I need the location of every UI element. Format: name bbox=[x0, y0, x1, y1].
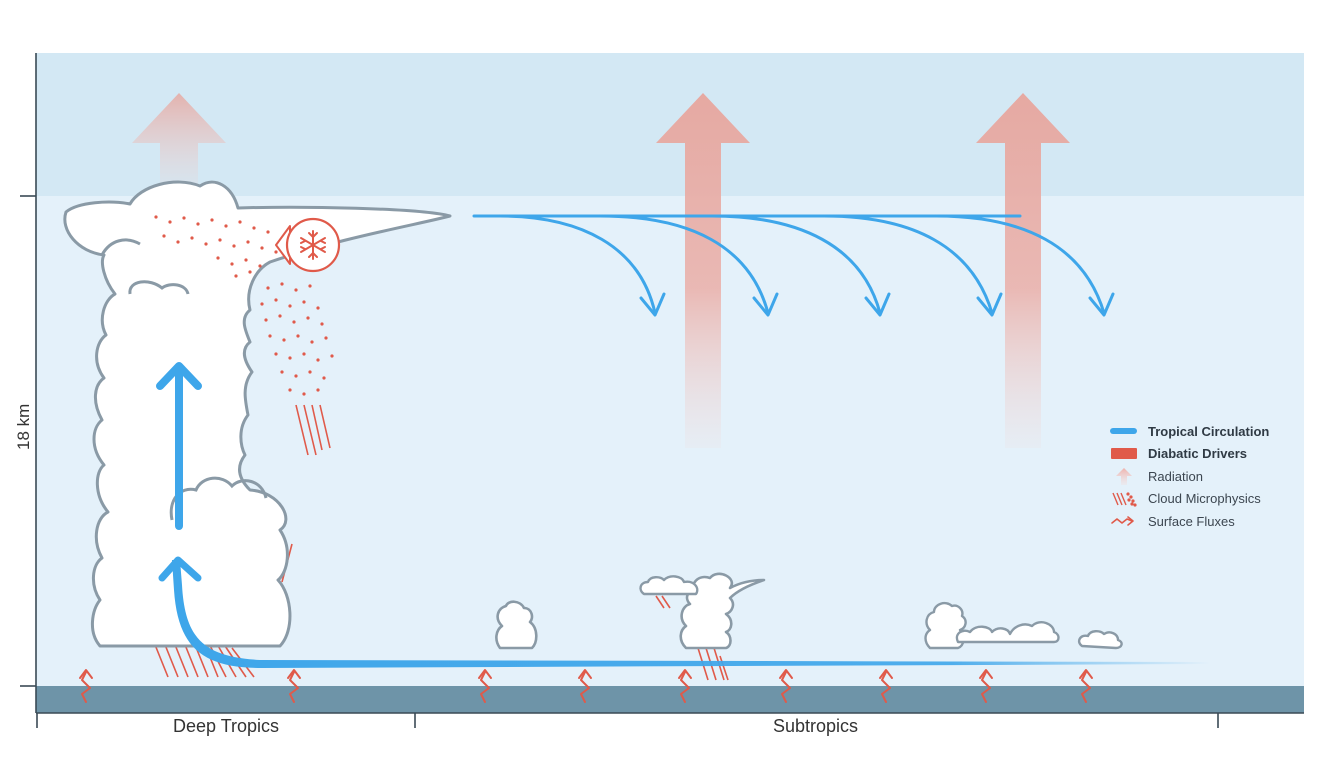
radiation-arrow bbox=[656, 93, 750, 448]
blue-line-icon bbox=[1110, 428, 1137, 435]
deep-convective-cloud bbox=[63, 180, 452, 648]
legend-label: Cloud Microphysics bbox=[1148, 491, 1261, 507]
shallow-cloud bbox=[1077, 630, 1123, 650]
region-label-subtropics: Subtropics bbox=[773, 716, 859, 736]
legend-item-diabatic: Diabatic Drivers bbox=[1108, 443, 1269, 466]
legend-label: Radiation bbox=[1148, 468, 1203, 484]
shallow-cloud bbox=[495, 600, 538, 650]
updraft-arrow bbox=[156, 362, 202, 530]
legend-label: Tropical Circulation bbox=[1148, 423, 1270, 439]
shallow-cloud bbox=[639, 575, 699, 596]
radiation-arrow-icon bbox=[1116, 468, 1132, 486]
surface-flux-arrows bbox=[79, 669, 1093, 703]
radiation-arrow bbox=[132, 93, 226, 192]
legend: Tropical Circulation Diabatic Drivers Ra… bbox=[1108, 420, 1269, 533]
snowflake-icon bbox=[275, 217, 341, 273]
stratosphere-band bbox=[36, 53, 1304, 196]
microphysics-icon bbox=[1112, 492, 1137, 507]
legend-label: Surface Fluxes bbox=[1148, 513, 1235, 529]
legend-item-circulation: Tropical Circulation bbox=[1108, 420, 1269, 443]
upper-outflow bbox=[472, 214, 1115, 317]
x-axis bbox=[36, 712, 1304, 728]
y-axis-label: 18 km bbox=[14, 403, 33, 450]
legend-item-microphysics: Cloud Microphysics bbox=[1108, 488, 1269, 511]
shallow-cloud bbox=[679, 572, 766, 650]
y-axis bbox=[20, 53, 37, 713]
surface-flux-icon bbox=[1111, 516, 1134, 527]
legend-label: Diabatic Drivers bbox=[1148, 446, 1247, 462]
ice-particles bbox=[154, 215, 334, 396]
shallow-cloud bbox=[955, 621, 1060, 644]
ground-band bbox=[36, 686, 1304, 713]
shallow-cloud bbox=[924, 601, 967, 650]
region-label-deep-tropics: Deep Tropics bbox=[173, 716, 280, 736]
red-bar-icon bbox=[1111, 447, 1137, 459]
legend-item-radiation: Radiation bbox=[1108, 465, 1269, 488]
legend-item-fluxes: Surface Fluxes bbox=[1108, 510, 1269, 533]
radiation-arrow bbox=[976, 93, 1070, 448]
inflow-arrowhead bbox=[158, 556, 202, 582]
